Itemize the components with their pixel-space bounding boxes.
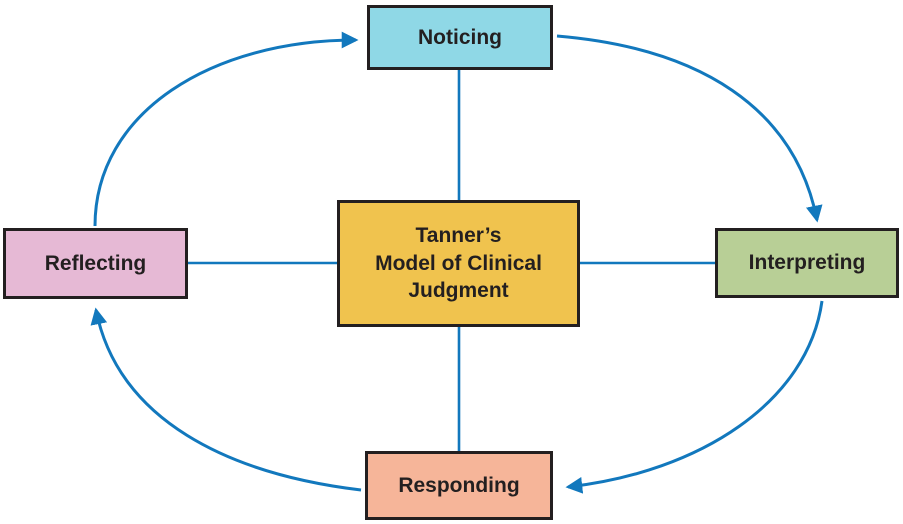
- arrow-responding-to-reflecting: [90, 307, 362, 492]
- node-responding-label: Responding: [398, 473, 520, 497]
- node-noticing-label: Noticing: [418, 25, 502, 49]
- center-title-line-2: Model of Clinical: [375, 251, 542, 275]
- node-responding: Responding: [365, 451, 553, 520]
- node-interpreting: Interpreting: [715, 228, 899, 298]
- node-noticing: Noticing: [367, 5, 553, 70]
- node-reflecting: Reflecting: [3, 228, 188, 299]
- center-title-line-1: Tanner’s: [415, 223, 502, 247]
- node-interpreting-label: Interpreting: [748, 251, 866, 274]
- node-center-title: Tanner’s Model of Clinical Judgment: [337, 200, 580, 327]
- center-title-line-3: Judgment: [408, 279, 509, 303]
- arrow-noticing-to-interpreting: [556, 34, 823, 223]
- node-reflecting-label: Reflecting: [44, 251, 147, 275]
- arrow-interpreting-to-responding: [565, 300, 824, 494]
- arrow-reflecting-to-noticing: [93, 31, 359, 227]
